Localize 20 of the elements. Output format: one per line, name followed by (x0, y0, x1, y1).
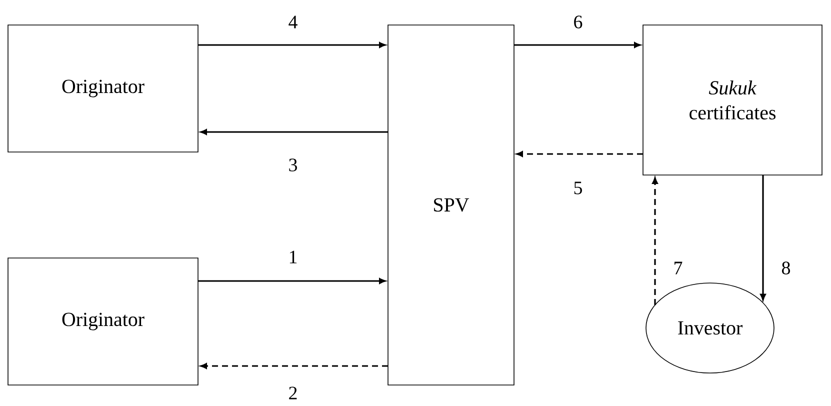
edge-label: 3 (287, 158, 299, 172)
edge-label: 1 (287, 250, 299, 264)
edge-label: 6 (572, 14, 584, 30)
arrow (200, 129, 388, 135)
edge-label: 2 (287, 386, 299, 400)
edge-label: 5 (572, 180, 584, 196)
arrow (514, 42, 641, 48)
edge-label: 7 (672, 260, 684, 276)
process-box: Sukuk certificates (642, 24, 822, 176)
edge-label: 4 (287, 14, 299, 30)
arrow (198, 42, 386, 48)
process-box: SPV (388, 24, 514, 386)
arrow (516, 151, 643, 157)
edge-label: 8 (780, 260, 792, 276)
process-box: Originator (8, 258, 198, 386)
arrow (198, 278, 386, 284)
arrow (760, 175, 766, 300)
process-box: Originator (8, 24, 198, 152)
arrow (200, 363, 388, 369)
arrow (652, 177, 658, 305)
